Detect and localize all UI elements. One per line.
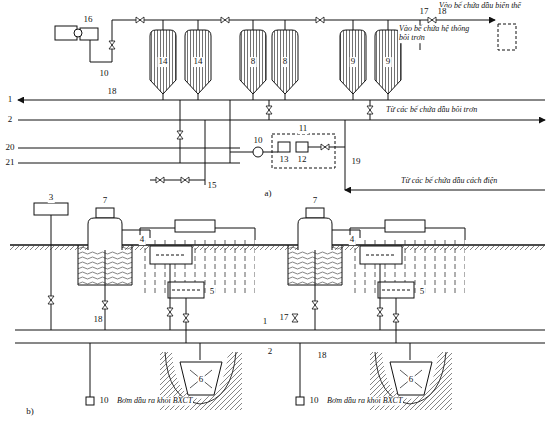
oil-tank bbox=[185, 30, 211, 94]
callout-number: 16 bbox=[83, 15, 94, 25]
flow-note: Bơm dầu ra khỏi BXCT bbox=[326, 397, 403, 406]
oil-tank bbox=[272, 30, 298, 94]
callout-number: 12 bbox=[297, 155, 308, 165]
callout-number: 18 bbox=[93, 315, 104, 325]
callout-number: 8 bbox=[250, 57, 257, 67]
callout-number: 14 bbox=[158, 57, 169, 67]
callout-number: 10 bbox=[99, 396, 110, 406]
callout-number: 11 bbox=[298, 124, 309, 134]
callout-number: 17 bbox=[279, 313, 290, 323]
callout-number: 6 bbox=[198, 375, 205, 385]
callout-number: 4 bbox=[349, 235, 356, 245]
callout-number: 18 bbox=[107, 87, 118, 97]
callout-number: 6 bbox=[408, 375, 415, 385]
callout-number: 1 bbox=[262, 317, 269, 327]
flow-note: Từ các bể chứa dầu bôi trơn bbox=[385, 106, 478, 115]
oil-tank bbox=[150, 30, 176, 94]
callout-number: b) bbox=[25, 407, 35, 417]
oil-tank bbox=[240, 30, 266, 94]
callout-number: 1 bbox=[7, 95, 14, 105]
callout-number: 18 bbox=[317, 351, 328, 361]
callout-number: 8 bbox=[282, 57, 289, 67]
callout-number: 4 bbox=[139, 235, 146, 245]
flow-note: Từ các bể chứa dầu cách điện bbox=[400, 177, 498, 186]
callout-number: 10 bbox=[309, 396, 320, 406]
callout-number: 18 bbox=[437, 7, 448, 17]
callout-number: 10 bbox=[253, 136, 264, 146]
callout-number: 3 bbox=[48, 193, 55, 203]
flow-note: Vào bể chứa hệ thống bôi trơn bbox=[398, 25, 472, 43]
oil-tank bbox=[340, 30, 366, 94]
callout-number: 2 bbox=[7, 115, 14, 125]
flow-note: Bơm dầu ra khỏi BXCT bbox=[116, 397, 193, 406]
callout-number: 14 bbox=[193, 57, 204, 67]
callout-number: 9 bbox=[350, 57, 357, 67]
callout-number: 17 bbox=[419, 7, 430, 17]
flow-note: Vào bể chứa dầu biến thế bbox=[438, 2, 522, 11]
callout-number: 7 bbox=[312, 196, 319, 206]
callout-number: 10 bbox=[99, 69, 110, 79]
callout-number: 13 bbox=[279, 155, 290, 165]
callout-number: 2 bbox=[267, 347, 274, 357]
callout-number: 19 bbox=[351, 157, 362, 167]
callout-number: 7 bbox=[102, 196, 109, 206]
callout-number: 15 bbox=[207, 181, 218, 191]
callout-number: 5 bbox=[419, 287, 426, 297]
callout-number: 5 bbox=[209, 287, 216, 297]
callout-number: a) bbox=[264, 189, 273, 199]
callout-number: 21 bbox=[5, 158, 16, 168]
callout-number: 20 bbox=[5, 143, 16, 153]
callout-number: 9 bbox=[385, 57, 392, 67]
